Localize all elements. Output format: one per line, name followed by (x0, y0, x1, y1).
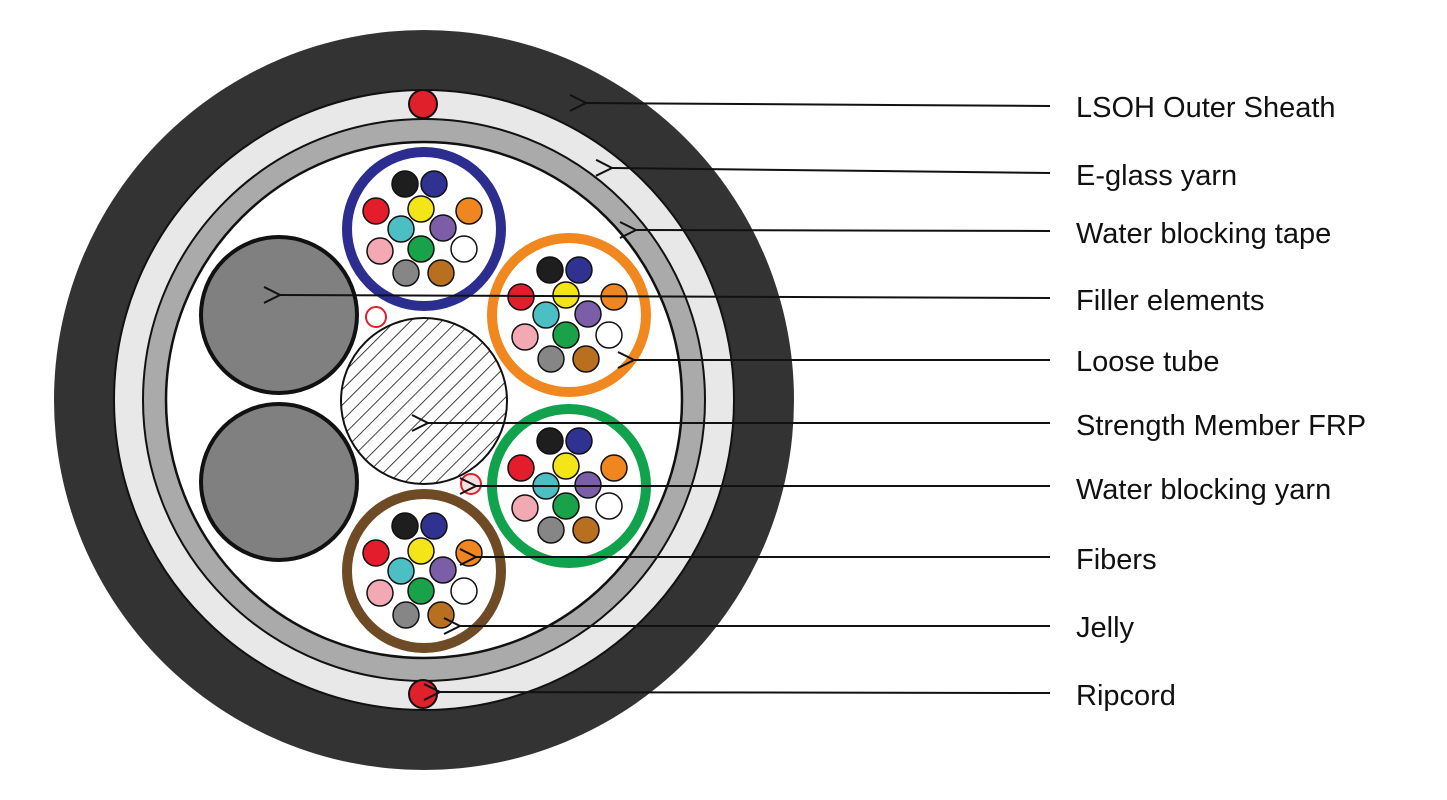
fiber (450, 235, 478, 263)
fiber (595, 321, 623, 349)
fiber (450, 577, 478, 605)
filler-element-bottom (199, 402, 359, 562)
label-outer-sheath: LSOH Outer Sheath (1076, 92, 1336, 124)
fiber (392, 601, 420, 629)
fiber (511, 323, 539, 351)
fiber (572, 516, 600, 544)
fiber (407, 577, 435, 605)
fiber (455, 197, 483, 225)
fiber (595, 492, 623, 520)
loose-tube-blue (342, 147, 506, 311)
fiber (427, 259, 455, 287)
fiber (536, 256, 564, 284)
label-jelly: Jelly (1076, 612, 1135, 644)
ripcord-top (408, 89, 438, 119)
fiber (407, 195, 435, 223)
leader-lines (280, 103, 1051, 693)
water-blocking-yarn (460, 473, 482, 495)
fiber (362, 197, 390, 225)
fiber (420, 170, 448, 198)
leader-water-blocking-tape (636, 230, 1051, 231)
label-water-blocking-yarn: Water blocking yarn (1076, 474, 1331, 506)
fiber (532, 301, 560, 329)
fiber (391, 512, 419, 540)
label-fibers: Fibers (1076, 544, 1157, 576)
fiber (537, 345, 565, 373)
loose-tube-wall (342, 147, 506, 311)
fiber (407, 537, 435, 565)
fiber (565, 427, 593, 455)
ripcord-bottom (408, 679, 438, 709)
loose-tube-orange (487, 233, 651, 397)
loose-tube-brown (342, 489, 506, 653)
fiber (552, 452, 580, 480)
fiber (507, 283, 535, 311)
loose-tube-wall (487, 233, 651, 397)
fiber (537, 516, 565, 544)
fiber (392, 259, 420, 287)
fiber (565, 256, 593, 284)
label-ripcord: Ripcord (1076, 680, 1176, 712)
fiber (600, 454, 628, 482)
fiber (572, 345, 600, 373)
leader-filler-elements (280, 295, 1051, 298)
fiber (552, 492, 580, 520)
label-filler-elements: Filler elements (1076, 285, 1265, 317)
loose-tube-wall (342, 489, 506, 653)
fiber (507, 454, 535, 482)
leader-ripcord (440, 692, 1051, 693)
fiber (536, 427, 564, 455)
label-loose-tube: Loose tube (1076, 346, 1220, 378)
label-water-blocking-tape: Water blocking tape (1076, 218, 1331, 250)
fiber (391, 170, 419, 198)
fiber (427, 601, 455, 629)
label-eglass-yarn: E-glass yarn (1076, 160, 1237, 192)
fiber (362, 539, 390, 567)
fiber (429, 214, 457, 242)
fiber (387, 557, 415, 585)
fiber (366, 237, 394, 265)
fiber (387, 215, 415, 243)
filler-element-top (199, 235, 359, 395)
label-strength-member: Strength Member FRP (1076, 410, 1366, 442)
leader-eglass-yarn (612, 168, 1051, 173)
fiber (366, 579, 394, 607)
fiber (429, 556, 457, 584)
fiber (420, 512, 448, 540)
fiber (552, 321, 580, 349)
fiber (511, 494, 539, 522)
fiber (455, 539, 483, 567)
water-blocking-yarn (365, 306, 387, 328)
fiber (407, 235, 435, 263)
fiber (574, 300, 602, 328)
strength-member-frp (340, 317, 508, 485)
fiber (552, 281, 580, 309)
leader-outer-sheath (586, 103, 1051, 106)
